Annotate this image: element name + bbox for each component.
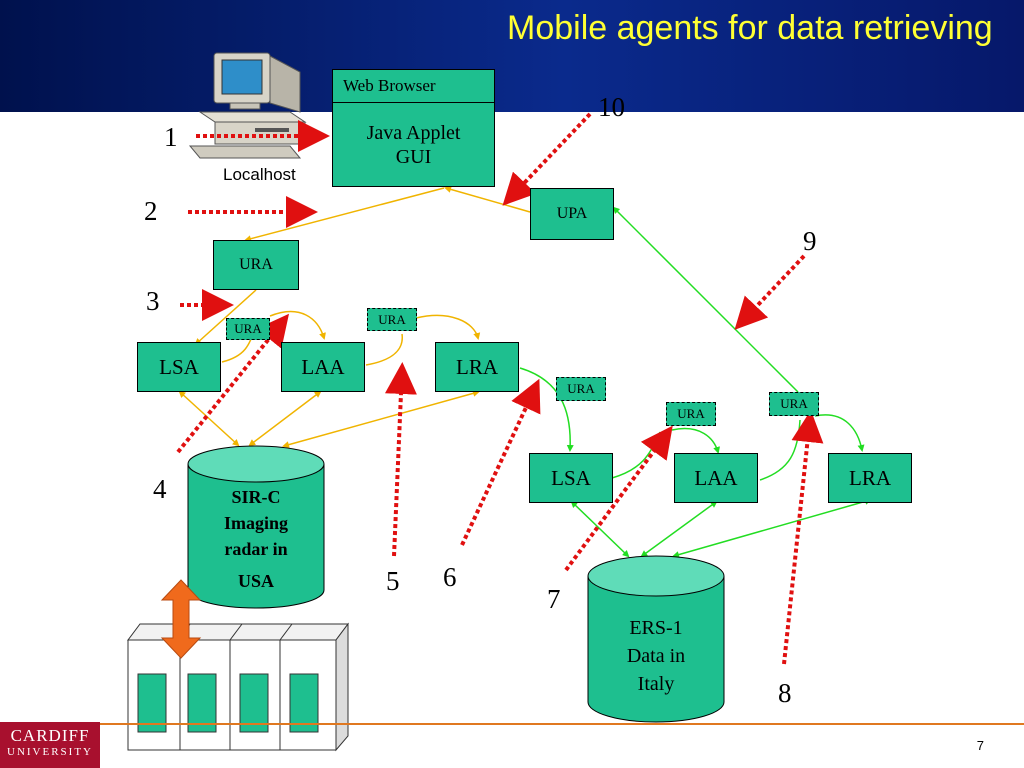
web-browser-box: Web Browser Java Applet GUI (332, 69, 495, 187)
ers1-line-2: Data in (626, 645, 686, 667)
upa-box: UPA (530, 188, 614, 240)
step-arrow-6 (460, 378, 541, 546)
flow-curve-laa-ura (365, 333, 403, 366)
usa-lra-box: LRA (435, 342, 519, 392)
ura-small-box-3: URA (556, 377, 606, 401)
step-number-7: 7 (547, 584, 561, 614)
flow-line-lra-sirc (282, 389, 480, 449)
flow-curve-lsa-ura-italy (611, 431, 661, 479)
step-number-10: 10 (598, 92, 625, 122)
java-applet-label: Java Applet (366, 122, 461, 144)
step-number-5: 5 (386, 566, 400, 596)
web-browser-header: Web Browser (333, 70, 494, 103)
flow-line-lra-ers1 (672, 498, 872, 558)
step-arrow-4 (176, 313, 290, 454)
sirc-line-3: radar in (224, 539, 288, 559)
step-number-1: 1 (164, 122, 178, 152)
flow-line-lsa-sirc (178, 390, 240, 447)
double-arrow-icon (160, 579, 202, 659)
footer-line (0, 723, 1024, 725)
ura-small-box-4: URA (666, 402, 716, 426)
step-number-3: 3 (146, 286, 160, 316)
flow-curve-ura-lra (415, 314, 481, 340)
step-arrow-10 (502, 112, 592, 206)
flow-line-laa-sirc (248, 390, 322, 447)
flow-line-ura-to-upa (612, 206, 799, 393)
computer-icon (188, 52, 307, 159)
italy-lsa-box: LSA (529, 453, 613, 503)
ers1-line-3: Italy (637, 673, 675, 695)
page-number: 7 (976, 738, 984, 753)
gui-label: GUI (395, 146, 432, 168)
ers1-database-cylinder (587, 555, 725, 723)
localhost-label: Localhost (223, 165, 296, 184)
step-number-6: 6 (443, 562, 457, 592)
ers1-line-1: ERS-1 (629, 617, 683, 639)
ers1-database-label: ERS-1 Data in Italy (596, 614, 716, 698)
ura-small-box-5: URA (769, 392, 819, 416)
italy-laa-box: LAA (674, 453, 758, 503)
flow-line-upa-to-gui (444, 186, 531, 213)
step-arrow-9 (734, 254, 806, 330)
logo-line-1: CARDIFF (10, 726, 90, 745)
cardiff-university-logo: CARDIFF UNIVERSITY (0, 722, 100, 768)
step-number-9: 9 (803, 226, 817, 256)
ura-small-box-1: URA (226, 318, 270, 340)
flow-curve-ura-laa (269, 310, 326, 340)
sirc-line-2: Imaging (223, 513, 288, 533)
flow-line-lsa-ers1 (570, 500, 630, 558)
step-arrow-8 (782, 410, 824, 665)
header-band (0, 0, 1024, 112)
step-number-4: 4 (153, 474, 167, 504)
italy-lra-box: LRA (828, 453, 912, 503)
logo-line-2: UNIVERSITY (7, 746, 93, 758)
slide-title: Mobile agents for data retrieving (507, 9, 993, 47)
step-number-8: 8 (778, 678, 792, 708)
server-rack-icon (127, 622, 349, 752)
flow-line-gui-to-ura (244, 187, 445, 243)
sirc-line-1: SIR-C (231, 487, 281, 507)
step-arrow-5 (384, 362, 417, 557)
ura-small-box-2: URA (367, 308, 417, 331)
usa-lsa-box: LSA (137, 342, 221, 392)
flow-curve-ura-laa-italy (671, 427, 720, 454)
ura-box: URA (213, 240, 299, 290)
usa-laa-box: LAA (281, 342, 365, 392)
step-number-2: 2 (144, 196, 158, 226)
sirc-line-4: USA (237, 571, 274, 591)
step-arrow-7 (564, 425, 673, 572)
flow-curve-laa-ura-italy (759, 419, 801, 481)
flow-curve-ura-lra-italy (814, 414, 865, 452)
sirc-database-label: SIR-C Imaging radar in USA (196, 484, 316, 594)
sirc-database-cylinder (187, 445, 325, 609)
